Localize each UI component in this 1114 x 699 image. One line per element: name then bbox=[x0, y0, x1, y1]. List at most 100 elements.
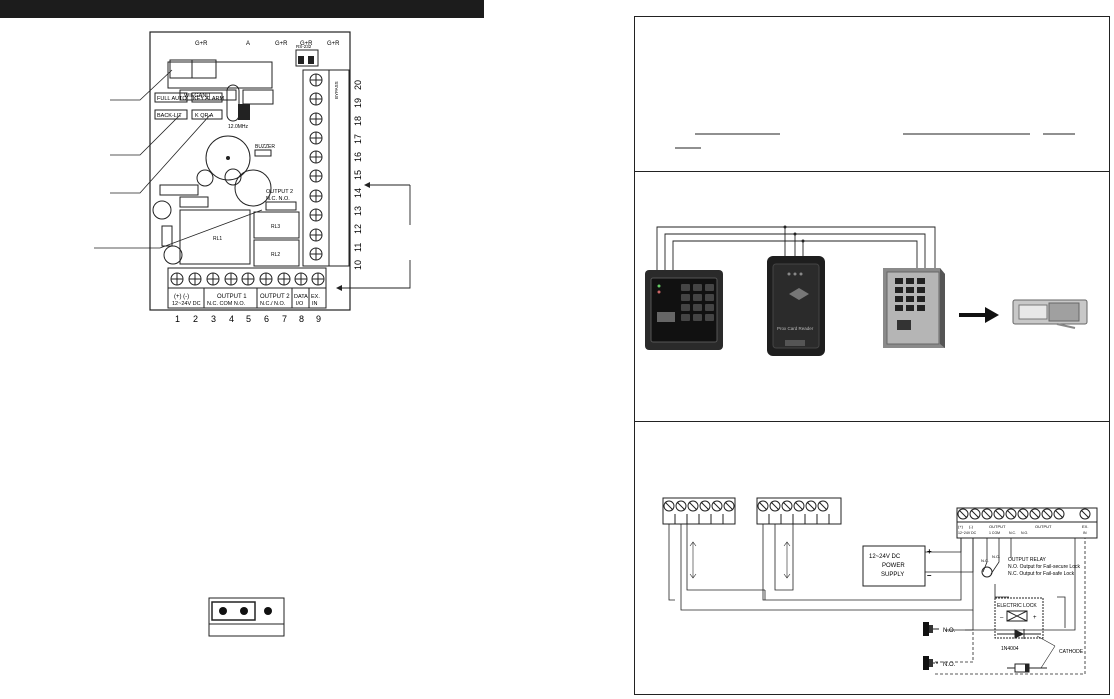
electric-lock-label: ELECTRIC LOCK bbox=[997, 603, 1037, 609]
term-label-plus: (+) bbox=[958, 524, 964, 529]
term-sub-nc: N.C. bbox=[1009, 531, 1016, 535]
info-panel-1 bbox=[634, 16, 1110, 172]
label-rs: RS-232 bbox=[296, 44, 312, 49]
ps-line-1: 12~24V DC bbox=[869, 554, 901, 560]
lock-minus: – bbox=[1000, 615, 1004, 621]
wiring-panel: (+) (-) OUTPUT OUTPUT EX. 12~24V DC 1 CO… bbox=[634, 421, 1110, 695]
electric-strike bbox=[1012, 299, 1088, 329]
electric-lock-box bbox=[994, 597, 1044, 639]
prox-card-reader: Prox Card Reader bbox=[767, 256, 825, 356]
switch-label-2: N.O. bbox=[943, 662, 956, 668]
callout-leaders bbox=[94, 69, 263, 249]
exit-switch-2: N.O. bbox=[923, 656, 956, 670]
svg-text:12: 12 bbox=[353, 224, 363, 234]
svg-text:20: 20 bbox=[353, 80, 363, 90]
device-terminal-left bbox=[662, 497, 736, 525]
label-full-auto: FULL AUTO bbox=[157, 96, 187, 102]
controller-terminal-block bbox=[956, 507, 1098, 539]
label-key-alarm: KEY ALARM bbox=[193, 96, 224, 102]
svg-text:3: 3 bbox=[211, 314, 216, 324]
term-label-minus: (-) bbox=[969, 524, 974, 529]
diode-part bbox=[1007, 663, 1047, 673]
label-a: A bbox=[246, 41, 250, 47]
ps-minus: – bbox=[927, 571, 932, 580]
label-gr2: G+R bbox=[275, 41, 288, 47]
right-terminal-block bbox=[302, 69, 350, 267]
dashed-wire bbox=[935, 538, 1086, 675]
no-failsecure-label: N.O. Output for Fail-secure Lock bbox=[1008, 564, 1080, 570]
nc-failsafe-label: N.C. Output for Fail-safe Lock bbox=[1008, 571, 1075, 577]
label-output1-sub: N.C. COM N.O. bbox=[207, 301, 246, 307]
label-gr1: G+R bbox=[195, 41, 208, 47]
wiegand-pins bbox=[169, 59, 193, 79]
svg-text:9: 9 bbox=[316, 314, 321, 324]
term-sub-no: N.O. bbox=[1021, 531, 1028, 535]
svg-text:14: 14 bbox=[353, 188, 363, 198]
cathode-label: CATHODE bbox=[1059, 649, 1084, 655]
label-data-sub: I/O bbox=[296, 301, 304, 307]
ps-line-2: POWER bbox=[882, 563, 905, 569]
device-terminal-middle bbox=[756, 497, 842, 525]
svg-text:19: 19 bbox=[353, 98, 363, 108]
page-header-bar bbox=[0, 0, 484, 18]
power-supply-box bbox=[862, 545, 926, 587]
term-label-output: OUTPUT bbox=[989, 524, 1006, 529]
jumper-illustration bbox=[208, 597, 285, 637]
devices-panel: Prox Card Reader bbox=[634, 171, 1110, 422]
label-ex-sub: IN bbox=[312, 301, 318, 307]
ps-plus: + bbox=[927, 547, 932, 556]
term-sub-in: IN bbox=[1083, 531, 1087, 535]
controller-board-diagram: G+R A G+R G+R G+R WIEGAND FULL AUTO BACK… bbox=[94, 31, 411, 637]
switch-label-1: N.O. bbox=[943, 628, 956, 634]
board-outline bbox=[149, 31, 351, 311]
diode-symbol bbox=[997, 629, 1041, 639]
label-wiegand: WIEGAND bbox=[184, 93, 210, 99]
label-buzzer: BUZZER bbox=[255, 144, 275, 150]
svg-text:2: 2 bbox=[193, 314, 198, 324]
relay-com-node bbox=[981, 566, 993, 578]
label-rl2: RL2 bbox=[271, 252, 280, 258]
bottom-terminal-numbers: 1 2 3 4 5 6 7 8 9 bbox=[175, 314, 321, 324]
ps-line-3: SUPPLY bbox=[881, 572, 904, 578]
buzzer bbox=[205, 135, 251, 181]
crystal bbox=[226, 84, 240, 122]
reader-caption: Prox Card Reader bbox=[777, 326, 814, 331]
label-k-qr-a: K QR A bbox=[195, 113, 214, 119]
label-rl1: RL1 bbox=[213, 236, 222, 242]
term-sub-power: 12~24V DC bbox=[958, 531, 977, 535]
lock-plus: + bbox=[1033, 615, 1037, 621]
label-gr3: G+R bbox=[300, 41, 313, 47]
svg-text:17: 17 bbox=[353, 134, 363, 144]
label-output2-bottom: OUTPUT 2 bbox=[260, 294, 290, 300]
term-label-ex: EX. bbox=[1082, 524, 1088, 529]
label-rl3: RL3 bbox=[271, 224, 280, 230]
exit-switch-1: N.O. bbox=[923, 622, 956, 636]
label-bypass: BYPASS bbox=[334, 81, 339, 99]
wiring-lines bbox=[668, 524, 1076, 631]
side-terminal-numbers: 20 19 18 17 16 15 14 13 12 11 10 bbox=[353, 80, 363, 270]
label-freq: 12.0MHz bbox=[228, 124, 249, 130]
svg-text:16: 16 bbox=[353, 152, 363, 162]
svg-text:13: 13 bbox=[353, 206, 363, 216]
svg-text:4: 4 bbox=[229, 314, 234, 324]
svg-text:11: 11 bbox=[353, 243, 363, 252]
term-sub-com: 1 COM bbox=[989, 531, 1000, 535]
lock-coil bbox=[1006, 610, 1028, 622]
metal-keypad-controller bbox=[883, 268, 945, 348]
diode-label: 1N4004 bbox=[1001, 646, 1019, 652]
svg-text:8: 8 bbox=[299, 314, 304, 324]
label-nc-no-top: N.C. N.O. bbox=[266, 196, 290, 202]
label-ex: EX. bbox=[311, 294, 320, 300]
svg-text:5: 5 bbox=[246, 314, 251, 324]
svg-text:18: 18 bbox=[353, 116, 363, 126]
bottom-terminal-block bbox=[167, 267, 327, 309]
label-output1: OUTPUT 1 bbox=[217, 294, 247, 300]
relay-2 bbox=[253, 239, 300, 267]
svg-text:7: 7 bbox=[282, 314, 287, 324]
relay-nc: N.C. bbox=[981, 558, 989, 563]
svg-text:1: 1 bbox=[175, 314, 180, 324]
output-relay-label: OUTPUT RELAY bbox=[1008, 557, 1047, 563]
label-power: (+) (-) bbox=[174, 294, 189, 300]
label-data: DATA bbox=[294, 294, 308, 300]
svg-text:10: 10 bbox=[353, 260, 363, 270]
